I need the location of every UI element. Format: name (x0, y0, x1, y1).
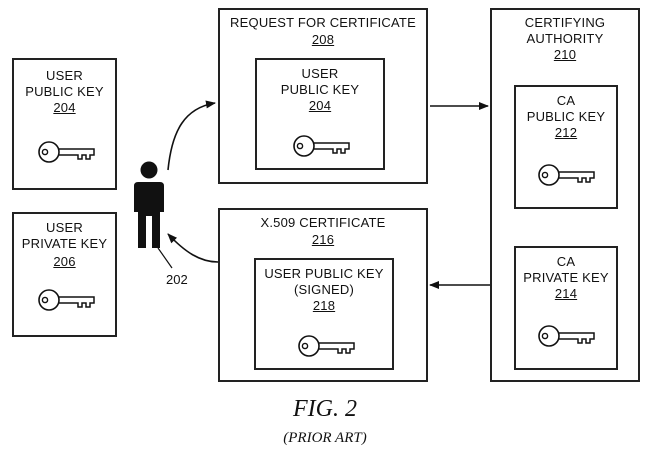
ref-number: 204 (53, 100, 76, 115)
ca-public-key-box: CA PUBLIC KEY 212 (514, 85, 618, 209)
user-person-icon (134, 161, 164, 248)
key-icon (293, 135, 350, 157)
request-title: REQUEST FOR CERTIFICATE (230, 15, 416, 30)
label-line2: (SIGNED) (293, 282, 355, 297)
label-line1: CA (556, 254, 576, 269)
arrow-certificate-to-user (167, 233, 219, 263)
certifying-authority-box: CERTIFYING AUTHORITY 210 CA PUBLIC KEY 2… (490, 8, 640, 382)
ca-title-line2: AUTHORITY (526, 31, 604, 46)
label-line1: USER (301, 66, 339, 81)
user-public-key-box: USER PUBLIC KEY 204 (12, 58, 117, 190)
certificate-ref-number: 216 (311, 232, 335, 247)
prior-art-note: (PRIOR ART) (283, 430, 367, 446)
label-line2: PUBLIC KEY (280, 82, 360, 97)
ref-number: 206 (53, 254, 76, 269)
key-icon (298, 335, 355, 357)
ref-number: 218 (312, 298, 336, 313)
request-ref-number: 208 (311, 32, 335, 47)
figure-caption: FIG. 2 (293, 396, 357, 422)
ca-ref-number: 210 (553, 47, 577, 62)
x509-certificate-box: X.509 CERTIFICATE 216 USER PUBLIC KEY (S… (218, 208, 428, 382)
certificate-title: X.509 CERTIFICATE (260, 215, 386, 230)
signed-user-public-key-box: USER PUBLIC KEY (SIGNED) 218 (254, 258, 394, 370)
ref-number: 214 (554, 286, 578, 301)
key-icon (38, 289, 95, 311)
request-user-public-key-box: USER PUBLIC KEY 204 (255, 58, 385, 170)
key-icon (538, 164, 595, 186)
ca-private-key-box: CA PRIVATE KEY 214 (514, 246, 618, 370)
person-ref-number: 202 (166, 272, 188, 287)
label-line1: USER PUBLIC KEY (264, 266, 384, 281)
ref-number: 204 (308, 98, 332, 113)
label-line1: CA (556, 93, 576, 108)
request-for-certificate-box: REQUEST FOR CERTIFICATE 208 USER PUBLIC … (218, 8, 428, 184)
leader-line-202 (157, 247, 173, 269)
label-line2: PUBLIC KEY (526, 109, 606, 124)
label-line1: USER (46, 68, 83, 83)
ca-title-line1: CERTIFYING (524, 15, 606, 30)
label-line2: PRIVATE KEY (21, 236, 108, 251)
key-icon (38, 141, 95, 163)
label-line1: USER (46, 220, 83, 235)
label-line2: PRIVATE KEY (523, 270, 609, 285)
ref-number: 212 (554, 125, 578, 140)
key-icon (538, 325, 595, 347)
arrow-user-to-request (167, 100, 216, 171)
label-line2: PUBLIC KEY (25, 84, 104, 99)
user-private-key-box: USER PRIVATE KEY 206 (12, 212, 117, 337)
